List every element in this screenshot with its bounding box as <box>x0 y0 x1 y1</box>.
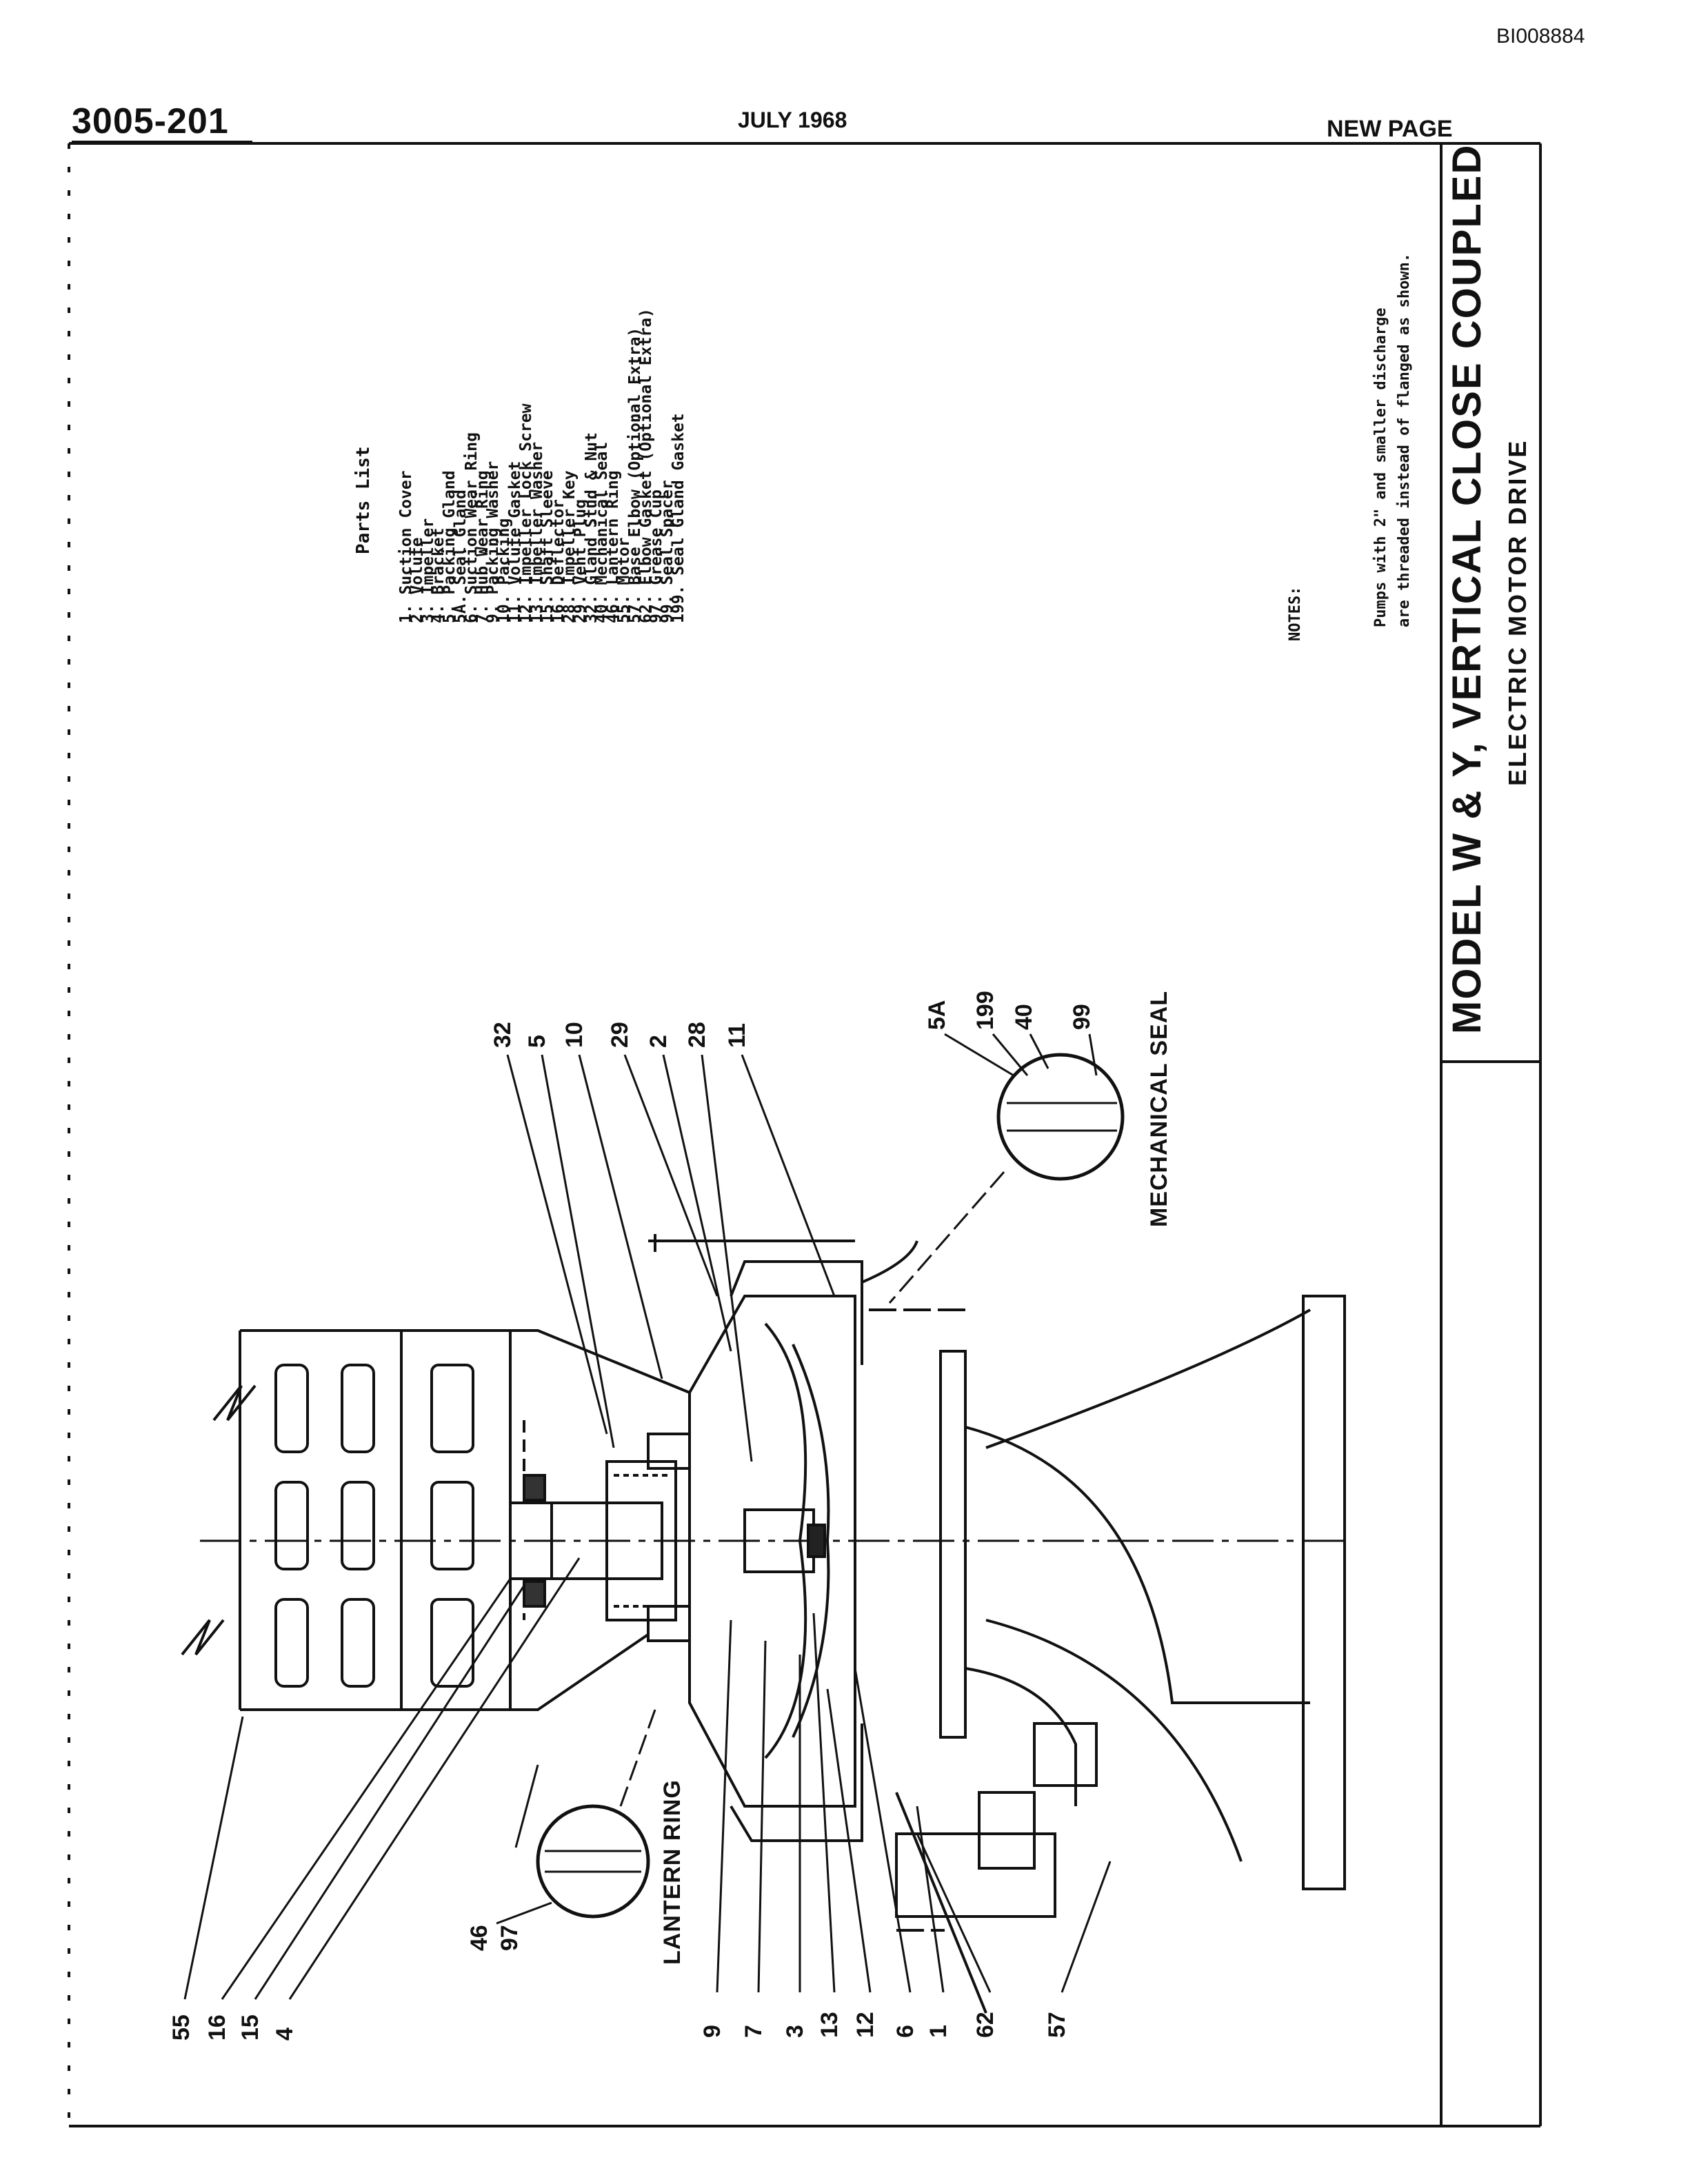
callout-bottom-1: 1 <box>925 2025 952 2038</box>
callout-bottom-57: 57 <box>1044 2012 1070 2038</box>
callout-top-32: 32 <box>490 1022 516 1048</box>
callout-seal-99: 99 <box>1069 1004 1095 1030</box>
lantern-ring-label: LANTERN RING <box>659 1779 685 1965</box>
motor <box>181 1329 510 1711</box>
callout-bottom-12: 12 <box>852 2012 878 2038</box>
mechanical-seal-label: MECHANICAL SEAL <box>1146 990 1172 1227</box>
callout-top-28: 28 <box>684 1022 710 1048</box>
document-id: BI008884 <box>1496 25 1585 48</box>
discharge-note-line-2: are threaded instead of flanged as shown… <box>1396 252 1413 627</box>
document-number: 3005-201 <box>72 101 229 141</box>
callout-bottom-9: 9 <box>699 2025 725 2038</box>
callout-top-5: 5 <box>524 1035 550 1048</box>
callout-top-11: 11 <box>724 1023 750 1048</box>
callout-seal-199: 199 <box>972 991 998 1030</box>
callout-top-29: 29 <box>607 1022 633 1048</box>
callout-bottom-7: 7 <box>741 2025 767 2038</box>
leader-lines <box>183 1033 1112 2000</box>
callout-bottom-13: 13 <box>816 2012 843 2038</box>
mechanical-seal-detail <box>996 1053 1125 1181</box>
callout-bottom-3: 3 <box>782 2025 808 2038</box>
callout-top-2: 2 <box>645 1035 672 1048</box>
callout-bottom_left-55: 55 <box>168 2014 194 2041</box>
lantern-ring-detail <box>536 1804 650 1919</box>
callout-lantern-97: 97 <box>496 1925 523 1951</box>
discharge-note-line-1: Pumps with 2" and smaller discharge <box>1372 307 1389 627</box>
callout-seal-40: 40 <box>1011 1004 1037 1030</box>
callout-bottom_left-16: 16 <box>204 2014 230 2041</box>
callout-seal-5A: 5A <box>924 1000 950 1030</box>
page-status: NEW PAGE <box>1327 116 1453 142</box>
callout-bottom-6: 6 <box>892 2025 918 2038</box>
callout-lantern-46: 46 <box>466 1925 492 1951</box>
callout-bottom-62: 62 <box>972 2012 998 2038</box>
parts-list-title: Parts List <box>353 446 374 554</box>
notes-label: NOTES: <box>1287 586 1304 641</box>
detail-circles <box>536 1053 1125 1919</box>
document-date: JULY 1968 <box>738 108 847 132</box>
drawing-subtitle: ELECTRIC MOTOR DRIVE <box>1503 438 1531 786</box>
parts-list-item: 199. Seal Gland Gasket <box>670 413 687 623</box>
drawing-title: MODEL W & Y, VERTICAL CLOSE COUPLED <box>1445 143 1489 1034</box>
callout-bottom_left-4: 4 <box>272 2028 298 2041</box>
callout-bottom_left-15: 15 <box>237 2014 263 2041</box>
volute-and-impeller <box>605 1260 863 1842</box>
callout-top-10: 10 <box>561 1022 587 1048</box>
base-elbow <box>648 1234 1346 2014</box>
